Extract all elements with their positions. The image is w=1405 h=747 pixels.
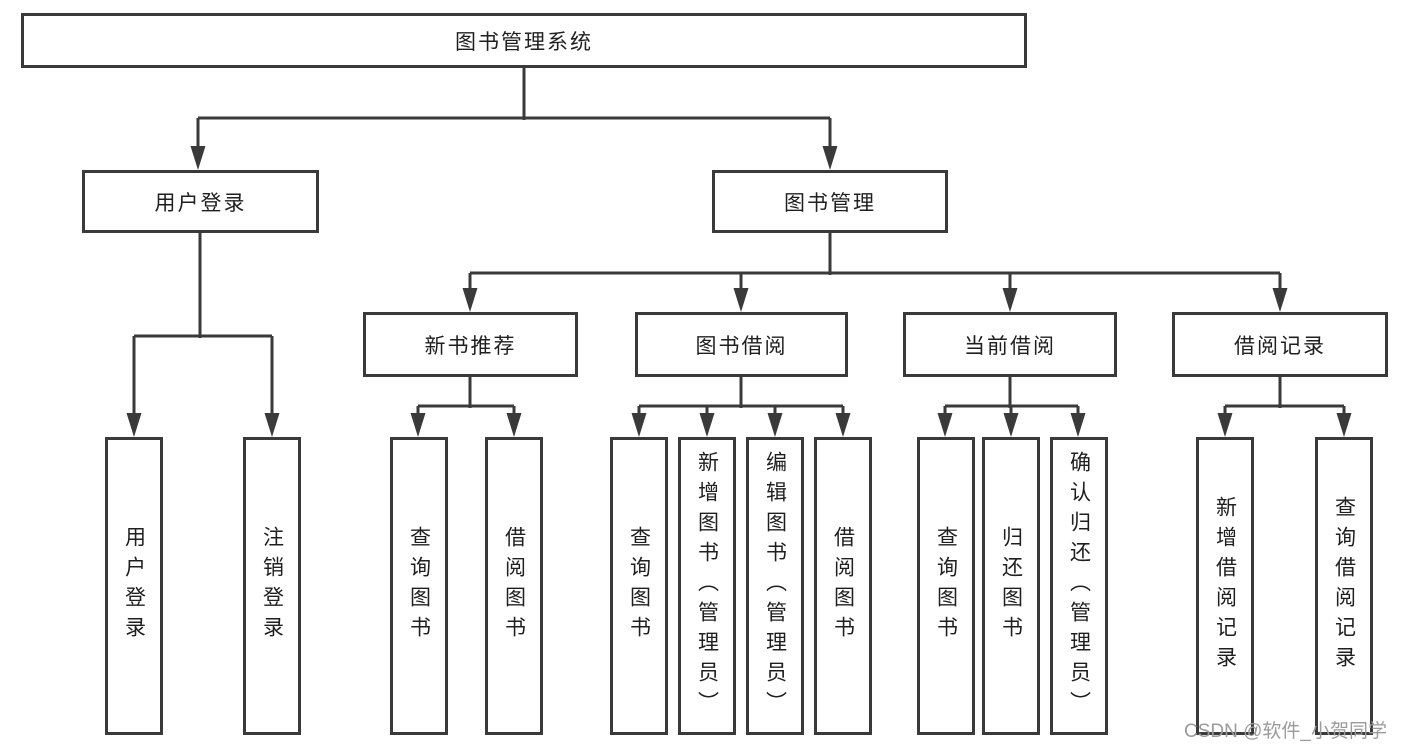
leaf-logout: 注销登录 [243,437,301,735]
node-new-book-recommend: 新书推荐 [363,312,578,377]
leaf-borrow-books-recommend-label: 借阅图书 [502,526,526,646]
leaf-query-books-current: 查询图书 [917,437,975,735]
leaf-borrow-books: 借阅图书 [814,437,872,735]
leaf-query-books-borrowing: 查询图书 [610,437,668,735]
leaf-user-login-label: 用户登录 [122,526,146,646]
leaf-confirm-return-admin: 确认归还（管理员） [1050,437,1108,735]
leaf-query-books-recommend-label: 查询图书 [407,526,431,646]
leaf-edit-book-admin: 编辑图书（管理员） [746,437,804,735]
leaf-user-login: 用户登录 [105,437,163,735]
leaf-add-borrow-record-label: 新增借阅记录 [1213,496,1237,676]
leaf-add-book-admin: 新增图书（管理员） [678,437,736,735]
node-book-management: 图书管理 [712,170,948,233]
node-root: 图书管理系统 [21,13,1027,68]
node-current-borrowing-label: 当前借阅 [964,334,1056,358]
leaf-query-borrow-record-label: 查询借阅记录 [1332,496,1356,676]
leaf-borrow-books-label: 借阅图书 [831,526,855,646]
leaf-return-book-label: 归还图书 [999,526,1023,646]
leaf-query-books-borrowing-label: 查询图书 [627,526,651,646]
csdn-watermark: CSDN @软件_小贺同学 [1184,721,1387,742]
node-user-login: 用户登录 [82,170,319,233]
node-current-borrowing: 当前借阅 [903,312,1117,377]
node-new-book-recommend-label: 新书推荐 [424,334,517,358]
leaf-edit-book-admin-label: 编辑图书（管理员） [763,451,787,721]
node-book-management-label: 图书管理 [784,191,876,215]
leaf-add-book-admin-label: 新增图书（管理员） [695,451,719,721]
leaf-query-books-recommend: 查询图书 [390,437,448,735]
node-book-borrowing-label: 图书借阅 [695,334,788,358]
leaf-confirm-return-admin-label: 确认归还（管理员） [1067,451,1091,721]
node-borrowing-records: 借阅记录 [1172,312,1388,377]
node-root-label: 图书管理系统 [455,30,593,54]
node-user-login-label: 用户登录 [154,191,247,215]
leaf-borrow-books-recommend: 借阅图书 [485,437,543,735]
leaf-add-borrow-record: 新增借阅记录 [1196,437,1254,735]
leaf-return-book: 归还图书 [982,437,1040,735]
leaf-query-borrow-record: 查询借阅记录 [1315,437,1373,735]
leaf-query-books-current-label: 查询图书 [934,526,958,646]
node-borrowing-records-label: 借阅记录 [1234,334,1326,358]
node-book-borrowing: 图书借阅 [635,312,848,377]
leaf-logout-label: 注销登录 [260,526,284,646]
